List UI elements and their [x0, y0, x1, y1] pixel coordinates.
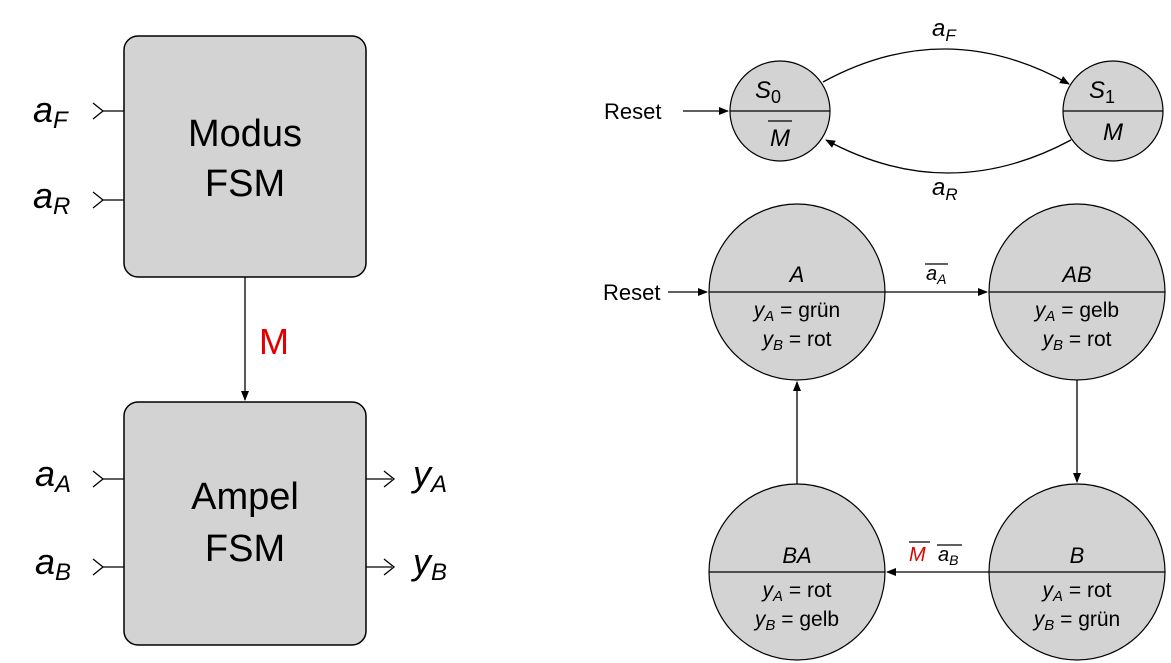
- input-ar-label: aR: [33, 175, 70, 220]
- input-af-label: aF: [33, 89, 69, 134]
- state-a-yb: yB = rot: [761, 328, 832, 354]
- input-aa-chevron: [92, 470, 105, 488]
- modus-fsm-box: [123, 35, 367, 278]
- state-s1-name: S1: [1089, 77, 1115, 107]
- transition-s1-s0-label: aR: [932, 174, 958, 204]
- state-s1-output: M: [1103, 119, 1123, 146]
- state-b-yb: yB = grün: [1032, 608, 1121, 634]
- input-af-chevron: [92, 102, 105, 120]
- ampel-fsm-block: Ampel FSM aA aB yA yB: [35, 401, 447, 646]
- ampel-fsm-title-line1: Ampel: [191, 476, 299, 518]
- output-ya-label: yA: [410, 453, 447, 498]
- state-b: B yA = rot yB = grün: [988, 483, 1166, 661]
- state-s0: S0 M: [729, 60, 831, 162]
- mode-state-machine: Reset S0 M S1 M aF aR: [604, 15, 1164, 204]
- input-aa-label: aA: [35, 453, 71, 498]
- state-ba: BA yA = rot yB = gelb: [708, 483, 886, 661]
- state-a-name: A: [788, 262, 805, 287]
- modus-fsm-title-line2: FSM: [205, 163, 285, 205]
- input-ab-chevron: [92, 558, 105, 576]
- state-a-ya: yA = grün: [752, 299, 841, 325]
- transition-s0-s1-label: aF: [932, 15, 957, 45]
- state-ab: AB yA = gelb yB = rot: [988, 203, 1166, 381]
- transition-b-ba-a-label: aB: [938, 544, 958, 568]
- modus-fsm-title-line1: Modus: [188, 113, 302, 155]
- state-a: A yA = grün yB = rot: [708, 203, 886, 381]
- input-ar-chevron: [92, 191, 105, 209]
- modus-fsm-block: Modus FSM aF aR: [33, 35, 367, 278]
- transition-s0-s1: [822, 48, 1070, 85]
- state-ba-yb: yB = gelb: [753, 608, 839, 634]
- state-ab-name: AB: [1060, 262, 1091, 287]
- state-ba-name: BA: [782, 543, 811, 568]
- state-ab-yb: yB = rot: [1041, 328, 1112, 354]
- ampel-fsm-box: [123, 401, 367, 646]
- state-ab-ya: yA = gelb: [1033, 299, 1119, 325]
- state-s1: S1 M: [1062, 60, 1164, 162]
- state-s0-output: M: [770, 125, 790, 152]
- signal-m-label: M: [259, 321, 289, 362]
- state-ba-ya: yA = rot: [761, 579, 832, 605]
- traffic-state-machine: Reset A yA = grün yB = rot AB yA = gelb …: [603, 203, 1166, 661]
- input-ab-label: aB: [35, 541, 71, 586]
- transition-b-ba-m-label: M: [909, 544, 926, 566]
- traffic-reset-label: Reset: [603, 280, 660, 305]
- mode-reset-label: Reset: [604, 99, 661, 124]
- transition-s1-s0: [825, 139, 1072, 174]
- output-ya-chevron: [383, 470, 396, 488]
- state-s0-name: S0: [755, 77, 781, 107]
- state-b-name: B: [1070, 543, 1085, 568]
- output-yb-label: yB: [410, 541, 447, 586]
- output-yb-chevron: [383, 558, 396, 576]
- state-b-ya: yA = rot: [1041, 579, 1112, 605]
- ampel-fsm-title-line2: FSM: [205, 528, 285, 570]
- transition-a-ab-label: aA: [926, 263, 946, 287]
